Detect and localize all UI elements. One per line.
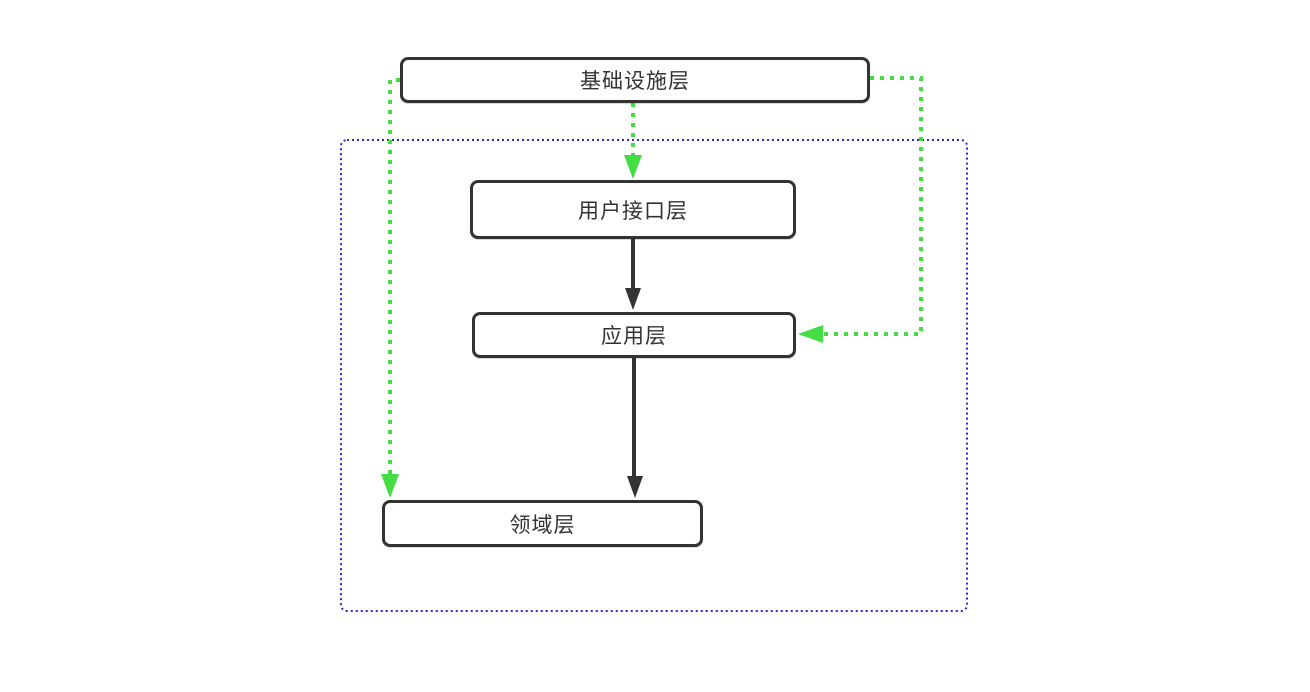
node-infrastructure-layer: 基础设施层 [400,57,870,103]
node-infrastructure-layer-label: 基础设施层 [580,69,690,93]
node-domain-layer: 领域层 [382,500,703,547]
edge-infrastructure-to-application [822,76,923,336]
edge-infrastructure-to-domain-arrowhead [381,474,399,498]
node-application-layer-label: 应用层 [601,324,667,348]
inner-layers-group-rect [340,139,968,612]
node-domain-layer-label: 领域层 [509,512,576,537]
edge-infrastructure-to-user-interface-arrowhead [624,155,642,179]
node-user-interface-layer: 用户接口层 [470,180,796,239]
edge-infrastructure-to-application-arrowhead [798,325,823,343]
edge-infrastructure-to-domain [388,78,400,475]
edge-application-to-domain-arrowhead [627,476,643,498]
node-application-layer: 应用层 [472,312,796,358]
edge-user-interface-to-application-arrowhead [625,288,641,310]
node-user-interface-layer-label: 用户接口层 [578,198,688,223]
